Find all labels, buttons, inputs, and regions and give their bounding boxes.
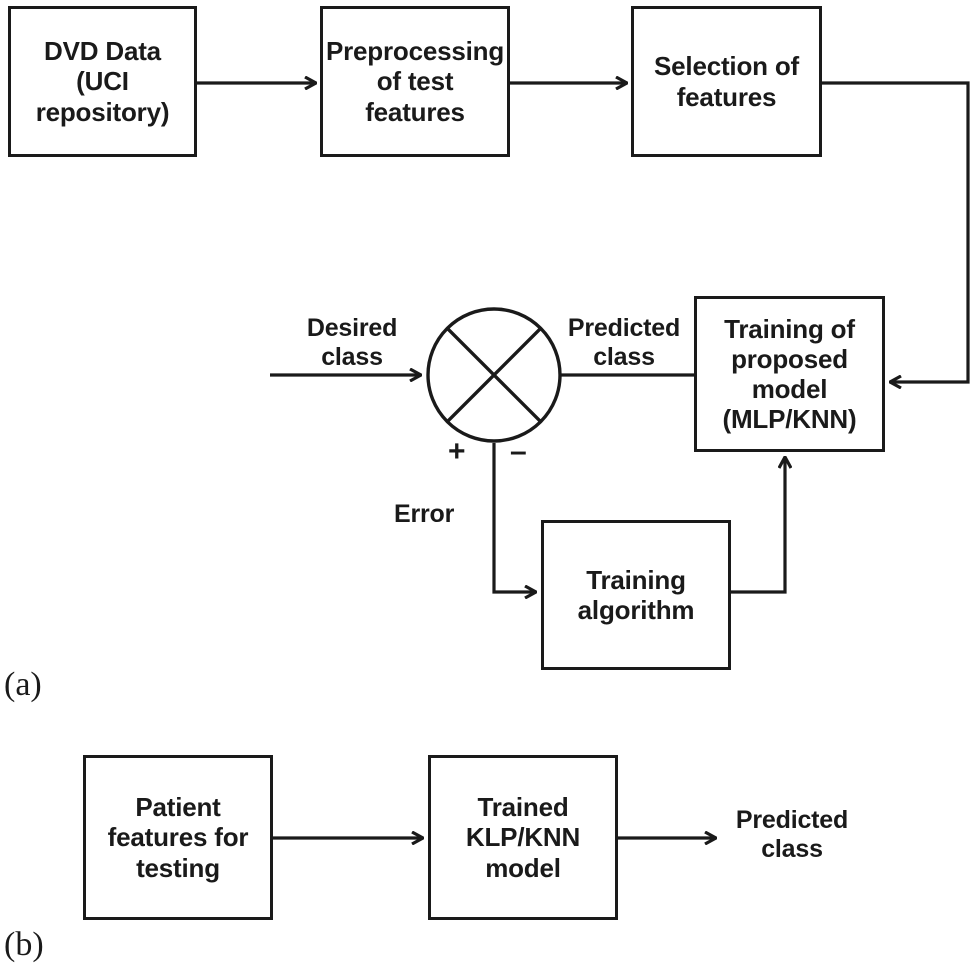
selection-box[interactable]: Selection of features xyxy=(631,6,822,157)
selection-box-label: Selection of features xyxy=(654,51,799,112)
training-algorithm-box[interactable]: Training algorithm xyxy=(541,520,731,670)
preprocessing-box[interactable]: Preprocessing of test features xyxy=(320,6,510,157)
training-algorithm-box-label: Training algorithm xyxy=(577,564,695,625)
minus-sign-label: – xyxy=(510,435,527,468)
plus-sign-label: + xyxy=(448,435,466,468)
error-label: Error xyxy=(394,500,455,528)
panel-label-a: (a) xyxy=(4,666,42,703)
training-model-box[interactable]: Training of proposed model (MLP/KNN) xyxy=(694,296,885,452)
trained-model-box[interactable]: Trained KLP/KNN model xyxy=(428,755,618,920)
predicted-class-label: Predicted class xyxy=(567,314,681,371)
training-model-box-label: Training of proposed model (MLP/KNN) xyxy=(722,313,857,435)
summing-junction-circle xyxy=(426,307,562,443)
panel-label-b: (b) xyxy=(4,926,44,963)
dvd-data-box[interactable]: DVD Data (UCI repository) xyxy=(8,6,197,157)
patient-features-box[interactable]: Patient features for testing xyxy=(83,755,273,920)
preprocessing-box-label: Preprocessing of test features xyxy=(325,36,505,127)
desired-class-label: Desired class xyxy=(306,314,398,371)
patient-features-box-label: Patient features for testing xyxy=(107,792,249,883)
predicted-class-output-label: Predicted class xyxy=(735,806,849,863)
trained-model-box-label: Trained KLP/KNN model xyxy=(465,792,581,883)
dvd-data-box-label: DVD Data (UCI repository) xyxy=(35,36,170,127)
wire-training-algorithm-to-model xyxy=(731,457,785,594)
